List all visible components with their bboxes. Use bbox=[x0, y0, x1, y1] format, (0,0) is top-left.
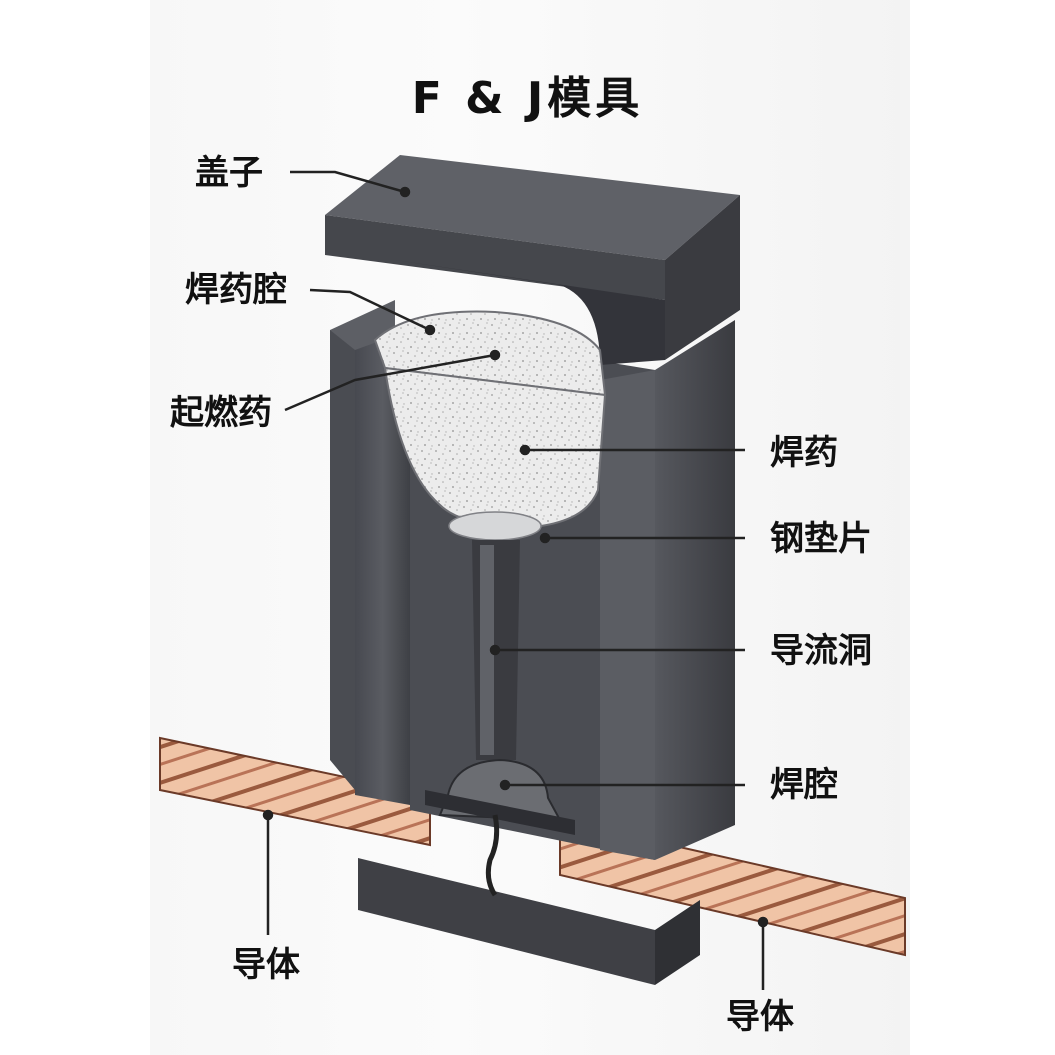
leader-lines bbox=[262, 170, 769, 990]
steel-disc bbox=[448, 511, 542, 541]
weld-cavity bbox=[425, 758, 575, 897]
cover-lid bbox=[325, 155, 740, 365]
label-welding-powder: 焊药 bbox=[770, 433, 838, 473]
lower-mold-block bbox=[358, 858, 700, 985]
label-conductor-right: 导体 bbox=[726, 997, 794, 1037]
diagram-title: F & J模具 bbox=[411, 73, 644, 124]
label-steel-disc: 钢垫片 bbox=[770, 519, 872, 559]
label-ignition-powder: 起燃药 bbox=[170, 393, 272, 433]
label-cover: 盖子 bbox=[195, 153, 263, 193]
label-tap-hole: 导流洞 bbox=[770, 631, 872, 671]
label-weld-cavity: 焊腔 bbox=[770, 765, 838, 805]
label-powder-chamber: 焊药腔 bbox=[185, 270, 287, 310]
mold-body bbox=[330, 300, 735, 860]
label-conductor-left: 导体 bbox=[232, 945, 300, 985]
